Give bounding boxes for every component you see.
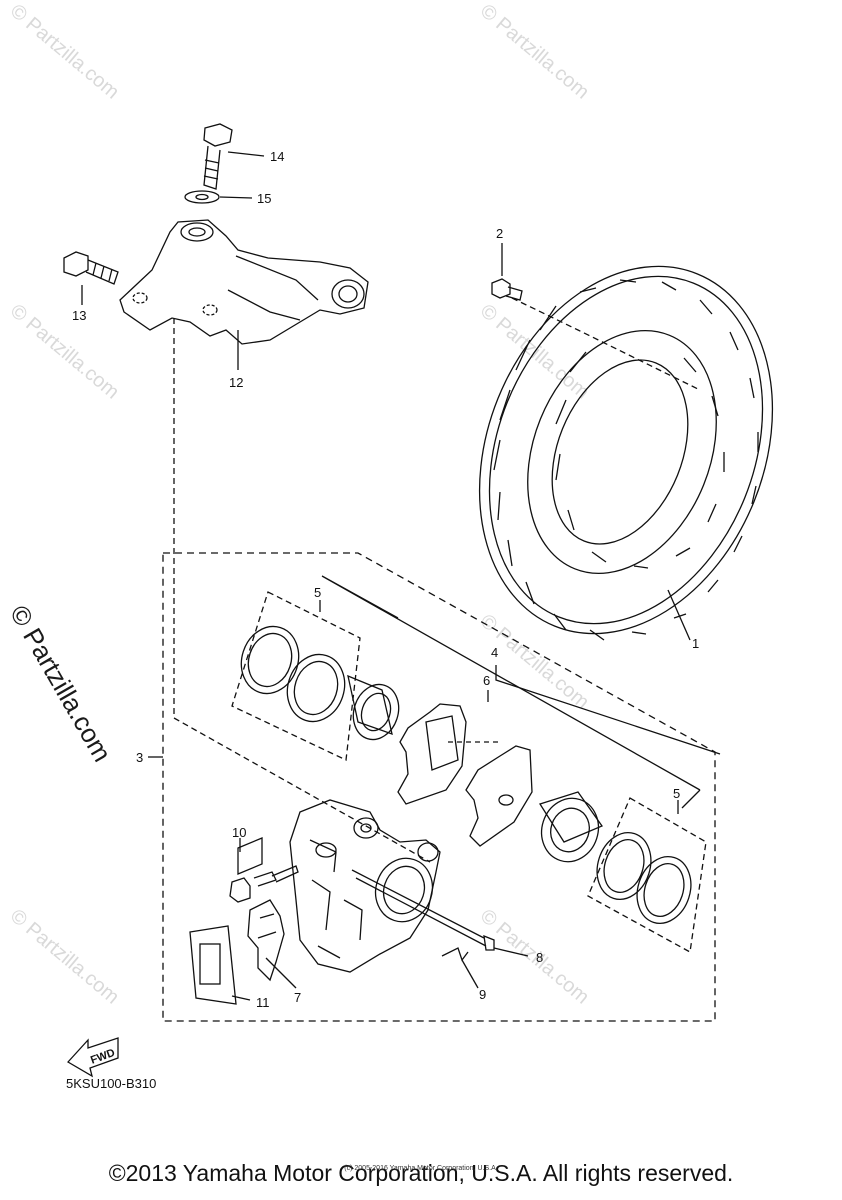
copyright-notice: ©2013 Yamaha Motor Corporation, U.S.A. A…	[108, 1160, 734, 1186]
leader-disc	[511, 297, 701, 391]
washer-icon	[184, 190, 220, 204]
brake-pad-icon	[465, 745, 533, 847]
callout-line	[495, 665, 721, 755]
brake-disc-icon	[478, 265, 774, 641]
fwd-arrow-icon	[66, 1037, 119, 1078]
callout-4: 4	[491, 645, 499, 660]
caliper-body-icon	[289, 799, 441, 973]
bleed-screw-icon	[229, 837, 299, 903]
seal-kit-outline	[587, 797, 707, 954]
assembly-boundary	[162, 552, 716, 1022]
clip-icon	[441, 947, 469, 962]
callout-line	[265, 957, 297, 989]
callout-11: 11	[256, 995, 270, 1010]
callout-line	[231, 995, 251, 1001]
callout-10: 10	[232, 825, 247, 840]
callout-line	[227, 151, 265, 157]
seal-kit-outline	[231, 591, 361, 761]
pad-support-icon	[247, 899, 285, 982]
callout-8: 8	[536, 950, 544, 965]
dust-seal-icon	[286, 653, 346, 723]
piston-icon	[539, 791, 603, 863]
callout-line	[321, 575, 701, 809]
callout-12: 12	[229, 375, 244, 390]
bolt-icon	[63, 251, 119, 285]
caliper-bracket-icon	[119, 219, 369, 345]
shim-icon	[189, 925, 237, 1005]
callout-5-right: 5	[673, 786, 681, 801]
callout-3: 3	[136, 750, 144, 765]
callout-14: 14	[270, 149, 285, 164]
piston-seal-icon	[240, 625, 300, 695]
leader-bracket	[173, 318, 431, 863]
callout-6: 6	[483, 673, 491, 688]
callout-1: 1	[692, 636, 700, 651]
callout-line	[219, 196, 253, 199]
callout-line	[493, 947, 529, 957]
callout-15: 15	[257, 191, 272, 206]
callout-line	[667, 589, 691, 641]
piston-icon	[347, 674, 400, 741]
copyright-small: (c) 2005-2016 Yamaha Motor Corporation, …	[344, 1165, 498, 1172]
callout-line	[461, 959, 479, 989]
callout-2: 2	[496, 226, 504, 241]
dust-seal-icon	[636, 856, 692, 924]
diagram-code: 5KSU100-B310	[66, 1076, 157, 1091]
disc-bolt-icon	[491, 278, 523, 301]
pad-pin-icon	[351, 869, 495, 951]
brake-pad-icon	[397, 703, 467, 805]
callout-9: 9	[479, 987, 487, 1002]
piston-seal-icon	[596, 832, 652, 900]
callout-5-left: 5	[314, 585, 322, 600]
bolt-icon	[203, 123, 233, 190]
callout-7: 7	[294, 990, 302, 1005]
callout-13: 13	[72, 308, 87, 323]
